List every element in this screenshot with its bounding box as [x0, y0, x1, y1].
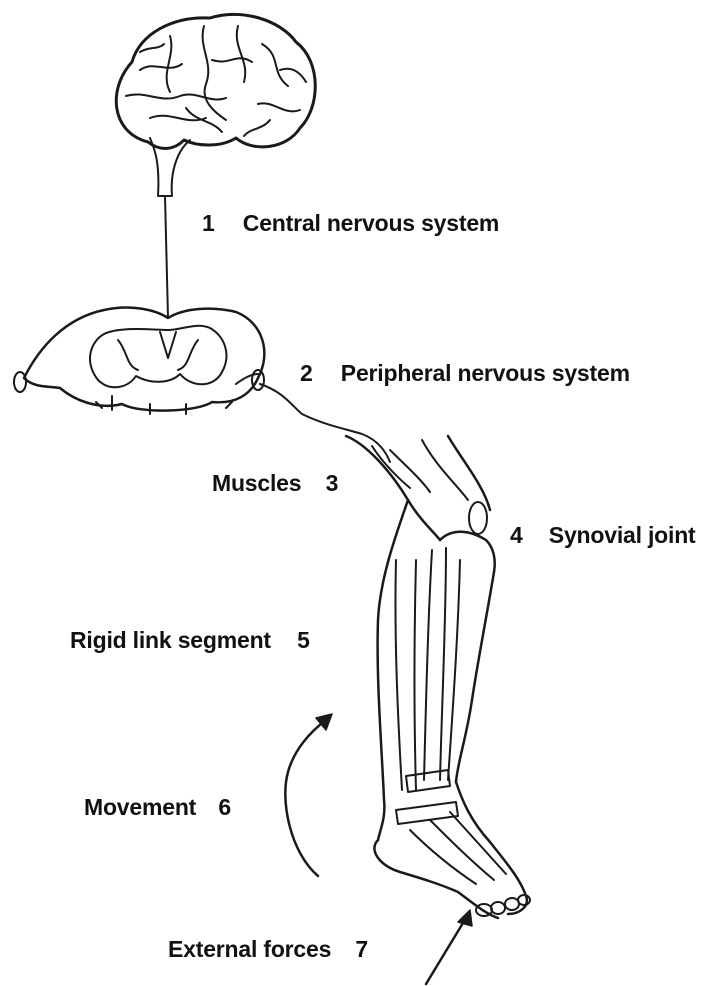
- label-text: Movement: [84, 794, 196, 821]
- label-text: External forces: [168, 936, 331, 963]
- label-external-forces: External forces 7: [168, 936, 368, 963]
- label-number: 4: [510, 522, 523, 549]
- label-text: Rigid link segment: [70, 627, 271, 654]
- label-text: Muscles: [212, 470, 301, 497]
- spinal-cord-cross-section: [14, 308, 264, 414]
- external-force-arrow: [426, 910, 472, 984]
- brain-illustration: [116, 14, 315, 196]
- label-number: 1: [202, 210, 215, 237]
- label-movement: Movement 6: [84, 794, 231, 821]
- label-muscles: Muscles 3: [212, 470, 338, 497]
- label-text: Synovial joint: [549, 522, 696, 549]
- movement-arrow: [285, 714, 332, 876]
- nerve-connector: [165, 196, 168, 318]
- label-rigid-link-segment: Rigid link segment 5: [70, 627, 310, 654]
- label-text: Peripheral nervous system: [341, 360, 630, 387]
- label-number: 3: [326, 470, 339, 497]
- label-number: 6: [218, 794, 231, 821]
- label-number: 5: [297, 627, 310, 654]
- label-peripheral-nervous-system: 2 Peripheral nervous system: [300, 360, 630, 387]
- peripheral-nerve: [260, 384, 390, 462]
- label-central-nervous-system: 1 Central nervous system: [202, 210, 499, 237]
- label-number: 2: [300, 360, 313, 387]
- label-text: Central nervous system: [243, 210, 499, 237]
- label-number: 7: [355, 936, 368, 963]
- leg-illustration: [346, 436, 530, 918]
- label-synovial-joint: 4 Synovial joint: [510, 522, 696, 549]
